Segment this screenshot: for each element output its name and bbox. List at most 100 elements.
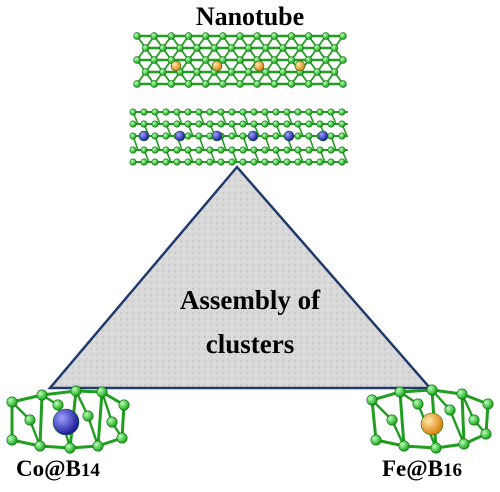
boron-atom <box>272 146 280 154</box>
boron-atom <box>262 68 270 76</box>
boron-atom <box>151 158 159 166</box>
boron-atom <box>305 132 313 140</box>
boron-atom <box>287 32 296 40</box>
boron-atom <box>193 44 201 52</box>
boron-atom <box>150 32 158 40</box>
boron-atom <box>316 146 324 154</box>
boron-atom <box>327 146 335 154</box>
boron-atom <box>129 146 137 154</box>
boron-atom <box>151 108 159 116</box>
boron-atom <box>195 120 203 128</box>
boron-atom <box>206 108 214 116</box>
boron-atom <box>227 68 236 76</box>
cobalt-atom <box>211 130 223 142</box>
boron-atom <box>322 80 330 88</box>
boron-atom <box>159 44 167 52</box>
iron-atom <box>294 60 306 72</box>
boron-atom <box>184 120 192 128</box>
boron-atom <box>162 132 170 140</box>
boron-atom <box>217 158 225 166</box>
boron-atom <box>140 158 148 166</box>
assembly-label-line2: clusters <box>205 329 295 359</box>
boron-atom <box>272 108 280 116</box>
boron-atom <box>228 120 236 128</box>
boron-atom <box>294 146 302 154</box>
boron-atom <box>140 108 148 116</box>
boron-atom <box>338 108 346 116</box>
boron-atom <box>219 56 227 64</box>
boron-atom <box>279 68 287 76</box>
boron-atom <box>468 414 480 426</box>
boron-atom <box>296 44 304 52</box>
cobalt-atom <box>283 130 295 142</box>
boron-atom <box>206 120 214 128</box>
boron-atom <box>305 146 313 154</box>
boron-atom <box>239 132 247 140</box>
boron-atom <box>133 32 141 40</box>
boron-atom <box>219 80 227 88</box>
boron-atom <box>250 108 258 116</box>
boron-atom <box>283 146 291 154</box>
boron-atom <box>394 386 406 398</box>
boron-atom <box>370 434 382 446</box>
boron-atom <box>141 68 150 76</box>
boron-atom <box>133 80 141 88</box>
cobalt-atom <box>174 130 186 142</box>
boron-atom <box>283 158 291 166</box>
iron-atom <box>170 60 182 72</box>
boron-atom <box>294 108 302 116</box>
boron-atom <box>305 158 313 166</box>
boron-atom <box>272 158 280 166</box>
boron-atom <box>261 158 269 166</box>
boron-atom <box>287 56 296 64</box>
boron-atom <box>129 132 137 140</box>
boron-atom <box>316 158 324 166</box>
boron-atom <box>250 146 258 154</box>
boron-atom <box>244 44 253 52</box>
fe-b16-cluster <box>366 384 494 454</box>
boron-atom <box>227 44 236 52</box>
boron-atom <box>304 32 313 40</box>
boron-atom <box>338 146 346 154</box>
bond <box>38 393 44 448</box>
boron-atom <box>217 146 225 154</box>
boron-atom <box>64 442 76 454</box>
boron-atom <box>305 108 313 116</box>
boron-atom <box>327 158 335 166</box>
nanotube-fe-structure <box>133 32 347 88</box>
boron-atom <box>339 80 347 88</box>
boron-atom <box>6 434 18 446</box>
boron-atom <box>228 132 236 140</box>
boron-atom <box>283 108 291 116</box>
boron-atom <box>294 120 302 128</box>
boron-atom <box>272 132 280 140</box>
boron-atom <box>327 108 335 116</box>
boron-atom <box>253 80 261 88</box>
boron-atom <box>482 398 494 410</box>
boron-atom <box>480 428 492 440</box>
boron-atom <box>313 44 321 52</box>
boron-atom <box>206 158 214 166</box>
boron-atom <box>70 385 82 397</box>
boron-atom <box>195 132 203 140</box>
nanotube-co-structure <box>129 108 348 166</box>
boron-atom <box>150 80 158 88</box>
boron-atom <box>106 416 118 428</box>
fe-b16-label-base: Fe@B <box>382 456 443 481</box>
iron-atom <box>253 60 265 72</box>
boron-atom <box>195 158 203 166</box>
boron-atom <box>34 440 46 452</box>
bond <box>448 408 466 446</box>
boron-atom <box>270 80 279 88</box>
boron-atom <box>140 146 148 154</box>
boron-atom <box>96 386 108 398</box>
boron-atom <box>305 120 313 128</box>
boron-atom <box>129 108 137 116</box>
boron-atom <box>244 68 253 76</box>
boron-atom <box>162 108 170 116</box>
bond <box>120 403 126 440</box>
boron-atom <box>151 132 159 140</box>
boron-atom <box>140 120 148 128</box>
boron-atom <box>201 80 210 88</box>
boron-atom <box>82 410 94 422</box>
